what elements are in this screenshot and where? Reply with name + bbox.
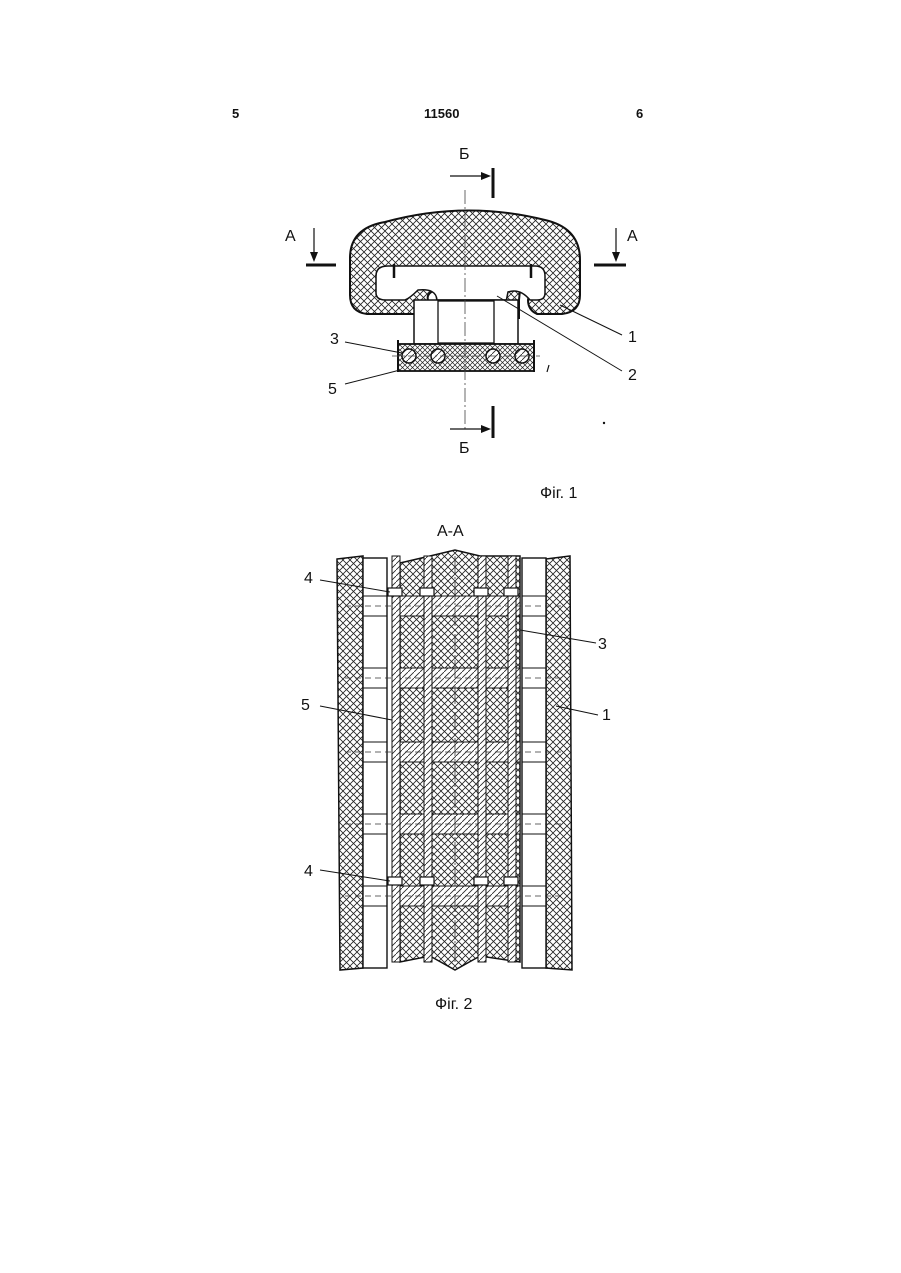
stem-insert [438, 301, 494, 343]
figure1-caption: Фіг. 1 [540, 485, 577, 503]
section-label-a-left: А [285, 229, 296, 245]
callout-4-top: 4 [304, 571, 313, 587]
figure2-drawing [320, 550, 598, 970]
section-label-a-right: А [627, 229, 638, 245]
callout-1: 1 [628, 330, 637, 346]
base-plate [398, 344, 534, 371]
callout-5-fig2: 5 [301, 698, 310, 714]
callout-4-bottom: 4 [304, 864, 313, 880]
figure2-title: А-А [437, 523, 464, 541]
left-wall [337, 556, 363, 970]
callout-5: 5 [328, 382, 337, 398]
callout-3: 3 [330, 332, 339, 348]
figure1-drawing [306, 168, 626, 438]
callout-2: 2 [628, 368, 637, 384]
figure2-caption: Фіг. 2 [435, 996, 472, 1014]
right-wall [546, 556, 572, 970]
callout-1-fig2: 1 [602, 708, 611, 724]
section-label-b-top: Б [459, 147, 470, 163]
callout-3-fig2: 3 [598, 637, 607, 653]
section-label-b-bottom: Б [459, 441, 470, 457]
